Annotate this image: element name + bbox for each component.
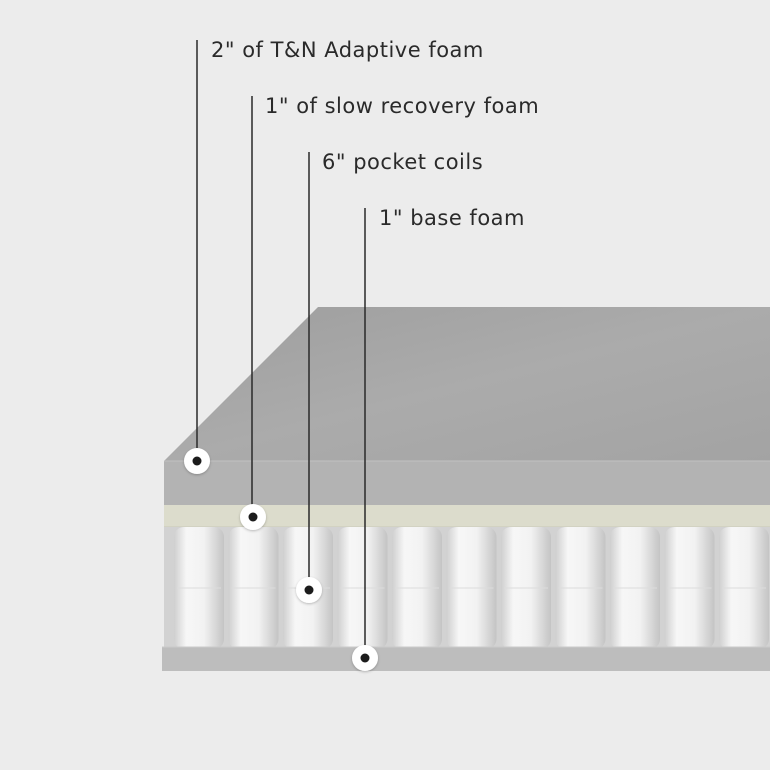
callout-label-base: 1" base foam: [379, 206, 525, 230]
marker-slow-recovery: [240, 504, 266, 530]
callout-label-adaptive: 2" of T&N Adaptive foam: [211, 38, 484, 62]
callout-label-pocket-coils: 6" pocket coils: [322, 150, 484, 174]
pocket-coils-layer: [174, 527, 769, 649]
marker-pocket-coils: [296, 577, 322, 603]
marker-adaptive: [184, 448, 210, 474]
callout-label-slow-recovery: 1" of slow recovery foam: [265, 94, 540, 118]
adaptive-foam-layer: [164, 461, 770, 505]
slow-recovery-foam-layer: [164, 505, 770, 527]
marker-base: [352, 645, 378, 671]
top-foam-surface: [164, 307, 770, 461]
base-foam-layer: [162, 647, 770, 671]
